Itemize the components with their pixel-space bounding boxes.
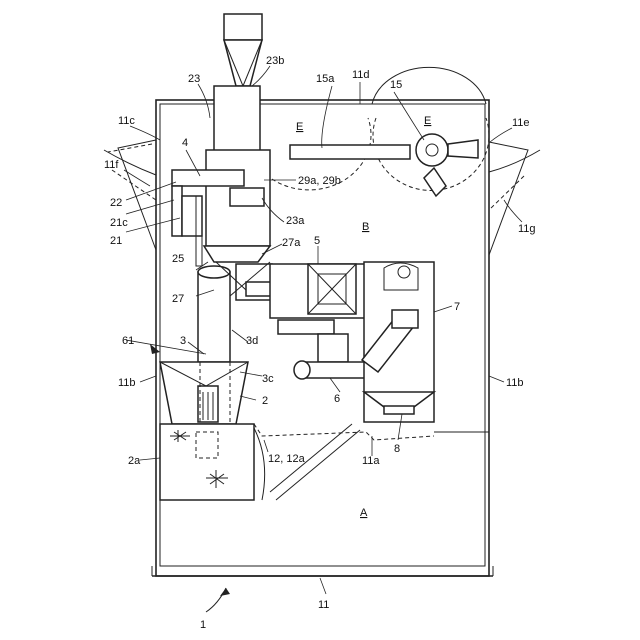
label-3: 3 — [180, 335, 186, 347]
label-21c: 21c — [110, 217, 128, 229]
exhaust-stack — [214, 14, 262, 156]
fan-zones — [247, 67, 489, 190]
label-15a: 15a — [316, 73, 335, 85]
label-11b-left: 11b — [118, 377, 136, 389]
label-6: 6 — [334, 393, 340, 405]
zone-e-right-label: E — [424, 115, 431, 127]
unit-23 — [172, 150, 270, 266]
duct-27 — [198, 262, 280, 362]
zone-e-left-label: E — [296, 121, 303, 133]
label-61: 61 — [122, 335, 134, 347]
label-21: 21 — [110, 235, 122, 247]
label-23a: 23a — [286, 215, 305, 227]
container-2a — [160, 424, 265, 500]
label-27: 27 — [172, 293, 184, 305]
label-11e: 11e — [512, 117, 530, 129]
label-11f: 11f — [104, 159, 119, 171]
label-8: 8 — [394, 443, 400, 455]
zone-b-label: B — [362, 221, 369, 233]
label-11b-right: 11b — [506, 377, 524, 389]
label-3c: 3c — [262, 373, 274, 385]
label-5: 5 — [314, 235, 320, 247]
label-25: 25 — [172, 253, 184, 265]
arrow-1 — [206, 588, 230, 612]
label-7: 7 — [454, 301, 460, 313]
label-1: 1 — [200, 619, 206, 631]
label-29: 29a, 29b — [298, 175, 341, 187]
label-27a: 27a — [282, 237, 301, 249]
label-11: 11 — [318, 599, 329, 611]
label-4: 4 — [182, 137, 188, 149]
label-15: 15 — [390, 79, 402, 91]
label-23: 23 — [188, 73, 200, 85]
box-5 — [270, 264, 366, 362]
unit-7 — [362, 262, 434, 422]
label-23b: 23b — [266, 55, 284, 67]
label-2: 2 — [262, 395, 268, 407]
label-3d: 3d — [246, 335, 258, 347]
label-22: 22 — [110, 197, 122, 209]
label-12: 12, 12a — [268, 453, 306, 465]
label-11c: 11c — [118, 115, 135, 127]
label-11a: 11a — [362, 455, 380, 467]
zone-a-label: A — [360, 507, 368, 519]
label-2a: 2a — [128, 455, 141, 467]
label-11d: 11d — [352, 69, 370, 81]
label-11g: 11g — [518, 223, 536, 235]
